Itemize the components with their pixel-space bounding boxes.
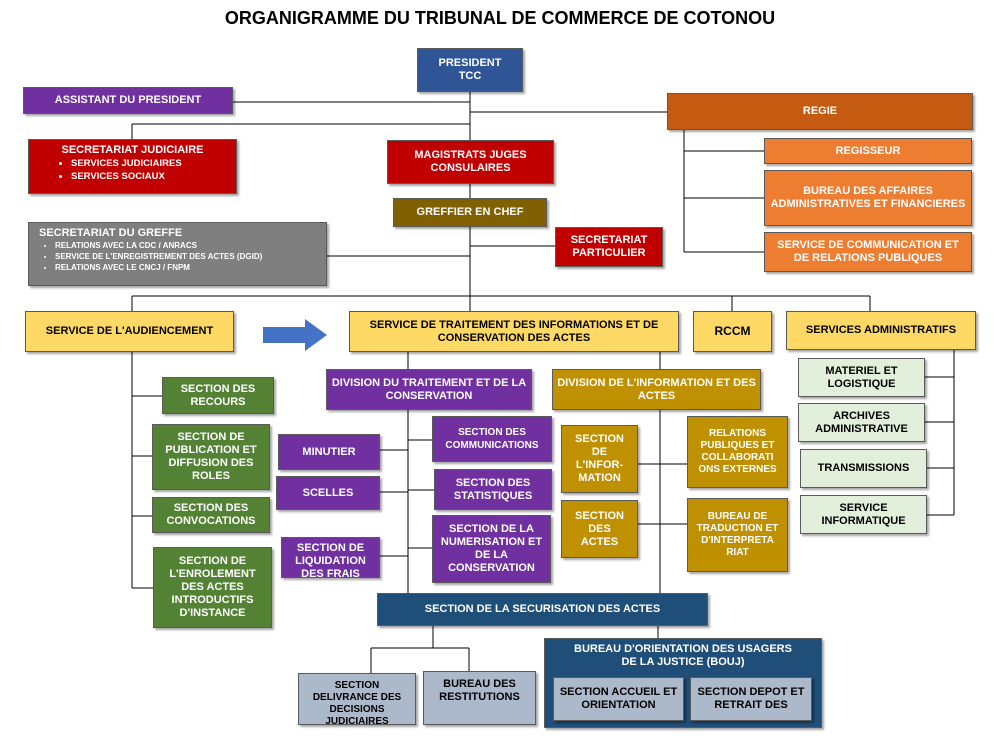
- section-statistiques-box: SECTION DES STATISTIQUES: [434, 469, 552, 510]
- informatique-label: SERVICE INFORMATIQUE: [821, 501, 906, 527]
- regie-box: REGIE: [667, 93, 973, 130]
- rccm-box: RCCM: [693, 311, 772, 352]
- magistrats-box: MAGISTRATS JUGES CONSULAIRES: [387, 140, 554, 184]
- stica-box: SERVICE DE TRAITEMENT DES INFORMATIONS E…: [349, 311, 679, 352]
- stica-label: SERVICE DE TRAITEMENT DES INFORMATIONS E…: [369, 318, 659, 344]
- list-item: RELATIONS AVEC LE CNCJ / FNPM: [55, 262, 322, 273]
- secretariat-greffe-box: SECRETARIAT DU GREFFE RELATIONS AVEC LA …: [28, 222, 327, 286]
- assistant-box: ASSISTANT DU PRESIDENT: [23, 87, 233, 114]
- right-arrow-icon: [263, 319, 327, 351]
- section-numerisation-box: SECTION DE LA NUMERISATION ET DE LA CONS…: [432, 515, 551, 583]
- section-statistiques-label: SECTION DES STATISTIQUES: [453, 476, 533, 502]
- list-item: SERVICES SOCIAUX: [71, 170, 232, 183]
- transmissions-box: TRANSMISSIONS: [800, 449, 927, 488]
- assistant-label: ASSISTANT DU PRESIDENT: [54, 94, 202, 106]
- section-communications-label: SECTION DES COMMUNICATIONS: [445, 427, 539, 451]
- division-traitement-label: DIVISION DU TRAITEMENT ET DE LA CONSERVA…: [331, 376, 527, 402]
- section-information-label: SECTION DE L'INFOR-MATION: [575, 433, 624, 484]
- relations-publiques-box: RELATIONS PUBLIQUES ET COLLABORATI ONS E…: [687, 416, 788, 488]
- secretariat-greffe-title: SECRETARIAT DU GREFFE: [39, 227, 183, 239]
- page-title: ORGANIGRAMME DU TRIBUNAL DE COMMERCE DE …: [224, 8, 776, 28]
- regie-label: REGIE: [802, 105, 838, 117]
- president-label: PRESIDENT TCC: [438, 57, 502, 82]
- service-communication-box: SERVICE DE COMMUNICATION ET DE RELATIONS…: [764, 232, 972, 272]
- section-liquidation-box: SECTION DE LIQUIDATION DES FRAIS: [281, 537, 380, 578]
- minutier-box: MINUTIER: [278, 434, 380, 470]
- section-information-box: SECTION DE L'INFOR-MATION: [561, 425, 638, 493]
- section-publication-box: SECTION DE PUBLICATION ET DIFFUSION DES …: [152, 424, 270, 490]
- section-convocations-label: SECTION DES CONVOCATIONS: [166, 502, 256, 527]
- section-enrolement-box: SECTION DE L'ENROLEMENT DES ACTES INTROD…: [153, 547, 272, 628]
- division-information-box: DIVISION DE L'INFORMATION ET DES ACTES: [552, 369, 761, 410]
- section-actes-box: SECTION DES ACTES: [561, 500, 638, 558]
- bureau-traduction-box: BUREAU DE TRADUCTION ET D'INTERPRETA RIA…: [687, 498, 788, 572]
- list-item: SERVICE DE L'ENREGISTREMENT DES ACTES (D…: [55, 251, 322, 262]
- section-securisation-box: SECTION DE LA SECURISATION DES ACTES: [377, 593, 708, 626]
- transmissions-label: TRANSMISSIONS: [817, 462, 910, 474]
- section-securisation-label: SECTION DE LA SECURISATION DES ACTES: [424, 603, 661, 615]
- bouj-label: BUREAU D'ORIENTATION DES USAGERS DE LA J…: [574, 643, 792, 668]
- service-communication-label: SERVICE DE COMMUNICATION ET DE RELATIONS…: [777, 239, 959, 264]
- audiencement-box: SERVICE DE L'AUDIENCEMENT: [25, 311, 234, 352]
- bureau-restitutions-label: BUREAU DES RESTITUTIONS: [439, 678, 520, 703]
- scelles-box: SCELLES: [276, 476, 380, 510]
- section-convocations-box: SECTION DES CONVOCATIONS: [152, 497, 270, 533]
- president-box: PRESIDENT TCC: [417, 48, 523, 92]
- section-liquidation-label: SECTION DE LIQUIDATION DES FRAIS: [295, 542, 366, 578]
- secretariat-greffe-list: RELATIONS AVEC LA CDC / ANRACS SERVICE D…: [33, 240, 322, 273]
- section-accueil-label: SECTION ACCUEIL ET ORIENTATION: [559, 686, 678, 711]
- secretariat-particulier-label: SECRETARIAT PARTICULIER: [570, 234, 648, 259]
- greffier-label: GREFFIER EN CHEF: [416, 206, 524, 218]
- section-enrolement-label: SECTION DE L'ENROLEMENT DES ACTES INTROD…: [169, 555, 256, 619]
- section-delivrance-label: SECTION DELIVRANCE DES DECISIONS JUDICIA…: [312, 680, 402, 725]
- audiencement-label: SERVICE DE L'AUDIENCEMENT: [45, 325, 214, 337]
- informatique-box: SERVICE INFORMATIQUE: [800, 495, 927, 534]
- section-depot-box: SECTION DEPOT ET RETRAIT DES: [690, 677, 812, 721]
- list-item: RELATIONS AVEC LA CDC / ANRACS: [55, 240, 322, 251]
- section-depot-label: SECTION DEPOT ET RETRAIT DES: [697, 686, 805, 711]
- secretariat-judiciaire-title: SECRETARIAT JUDICIAIRE: [61, 144, 204, 156]
- greffier-box: GREFFIER EN CHEF: [393, 198, 547, 227]
- services-administratifs-label: SERVICES ADMINISTRATIFS: [805, 324, 957, 336]
- division-traitement-box: DIVISION DU TRAITEMENT ET DE LA CONSERVA…: [326, 369, 532, 410]
- scelles-label: SCELLES: [302, 486, 354, 499]
- rccm-label: RCCM: [714, 324, 751, 338]
- section-publication-label: SECTION DE PUBLICATION ET DIFFUSION DES …: [165, 431, 257, 482]
- bureau-traduction-label: BUREAU DE TRADUCTION ET D'INTERPRETA RIA…: [696, 511, 779, 558]
- minutier-label: MINUTIER: [302, 445, 356, 458]
- regisseur-label: REGISSEUR: [835, 144, 901, 157]
- bureau-restitutions-box: BUREAU DES RESTITUTIONS: [423, 671, 536, 725]
- list-item: SERVICES JUDICIAIRES: [71, 157, 232, 170]
- section-delivrance-box: SECTION DELIVRANCE DES DECISIONS JUDICIA…: [298, 673, 416, 725]
- magistrats-label: MAGISTRATS JUGES CONSULAIRES: [414, 149, 527, 174]
- bureau-affaires-box: BUREAU DES AFFAIRES ADMINISTRATIVES ET F…: [764, 170, 972, 226]
- services-administratifs-box: SERVICES ADMINISTRATIFS: [786, 311, 976, 350]
- bureau-affaires-label: BUREAU DES AFFAIRES ADMINISTRATIVES ET F…: [770, 185, 966, 210]
- archives-label: ARCHIVES ADMINISTRATIVE: [815, 409, 908, 435]
- materiel-box: MATERIEL ET LOGISTIQUE: [798, 358, 925, 397]
- section-communications-box: SECTION DES COMMUNICATIONS: [432, 416, 552, 462]
- secretariat-judiciaire-box: SECRETARIAT JUDICIAIRE SERVICES JUDICIAI…: [28, 139, 237, 194]
- secretariat-judiciaire-list: SERVICES JUDICIAIRES SERVICES SOCIAUX: [49, 157, 232, 183]
- section-numerisation-label: SECTION DE LA NUMERISATION ET DE LA CONS…: [440, 523, 543, 574]
- archives-box: ARCHIVES ADMINISTRATIVE: [798, 403, 925, 442]
- relations-publiques-label: RELATIONS PUBLIQUES ET COLLABORATI ONS E…: [698, 428, 777, 475]
- section-recours-label: SECTION DES RECOURS: [180, 382, 256, 408]
- secretariat-particulier-box: SECRETARIAT PARTICULIER: [555, 227, 663, 267]
- section-accueil-box: SECTION ACCUEIL ET ORIENTATION: [553, 677, 684, 721]
- division-information-label: DIVISION DE L'INFORMATION ET DES ACTES: [557, 376, 756, 402]
- section-recours-box: SECTION DES RECOURS: [162, 377, 274, 414]
- materiel-label: MATERIEL ET LOGISTIQUE: [825, 364, 898, 390]
- section-actes-label: SECTION DES ACTES: [575, 509, 624, 548]
- regisseur-box: REGISSEUR: [764, 138, 972, 164]
